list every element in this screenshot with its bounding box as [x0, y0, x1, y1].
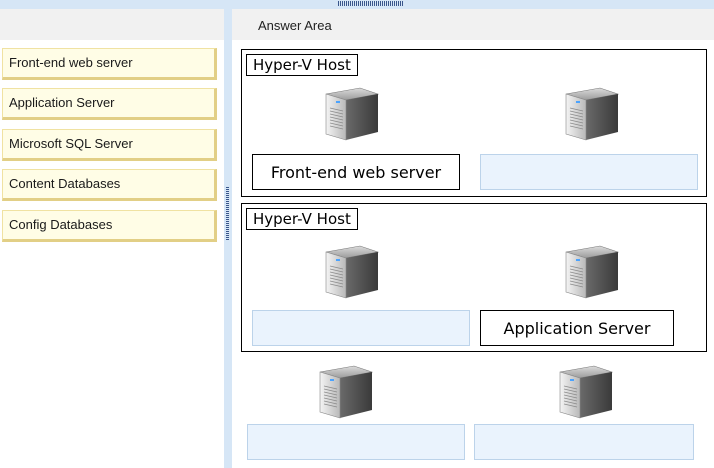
drop-slot-empty[interactable]	[474, 424, 694, 460]
choice-application-server[interactable]: Application Server	[2, 88, 217, 120]
server-icon	[322, 84, 380, 144]
host-label: Hyper-V Host	[246, 54, 358, 76]
choice-config-databases[interactable]: Config Databases	[2, 210, 217, 242]
choice-content-databases[interactable]: Content Databases	[2, 169, 217, 201]
vertical-splitter[interactable]	[224, 9, 232, 468]
server-icon	[562, 242, 620, 302]
drag-grip-icon[interactable]	[226, 187, 229, 241]
server-icon	[316, 362, 374, 422]
choice-microsoft-sql-server[interactable]: Microsoft SQL Server	[2, 129, 217, 161]
answer-area-title: Answer Area	[232, 9, 714, 40]
host-label: Hyper-V Host	[246, 208, 358, 230]
server-icon	[556, 362, 614, 422]
drop-slot-empty[interactable]	[252, 310, 470, 346]
server-icon	[562, 84, 620, 144]
drop-slot-empty[interactable]	[247, 424, 465, 460]
drop-slot-filled[interactable]: Application Server	[480, 310, 674, 346]
choices-pane: Front-end web server Application Server …	[0, 9, 224, 468]
choices-header	[0, 9, 224, 40]
hyper-v-host-1: Hyper-V Host Front-end web server	[241, 49, 707, 197]
choice-front-end-web-server[interactable]: Front-end web server	[2, 48, 217, 80]
drag-grip-icon[interactable]	[338, 1, 404, 6]
server-icon	[322, 242, 380, 302]
drop-slot-empty[interactable]	[480, 154, 698, 190]
drop-slot-filled[interactable]: Front-end web server	[252, 154, 460, 190]
top-splitter-bar[interactable]	[0, 0, 714, 9]
hyper-v-host-2: Hyper-V Host Application Server	[241, 203, 707, 352]
